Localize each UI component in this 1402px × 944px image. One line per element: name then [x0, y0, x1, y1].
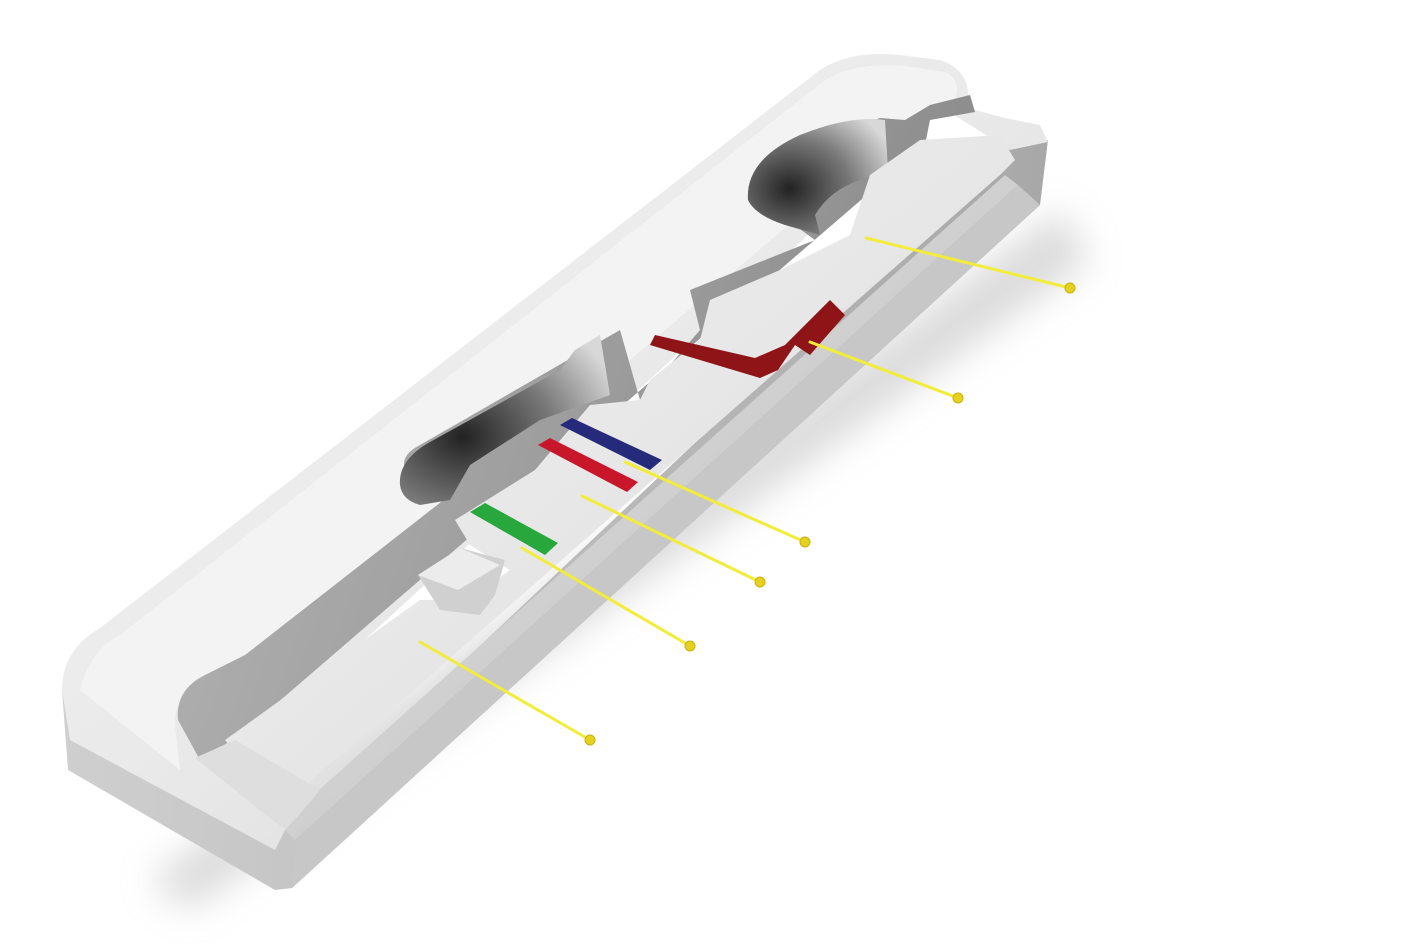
absorbent-pad-band [650, 300, 845, 378]
conjugate-band [470, 503, 558, 555]
test-strip [225, 135, 1015, 790]
absorbent-pad-leader-line [808, 340, 960, 400]
callout-leaders [418, 236, 1076, 746]
sample-pad-pin-dot-icon [584, 734, 596, 746]
conjugate-pad-leader-line [520, 546, 692, 648]
housing-right-rail [280, 175, 1018, 840]
control-line-leader-line [623, 460, 807, 544]
control-line-band [560, 418, 662, 470]
sample-well-pin-dot-icon [1064, 282, 1076, 294]
sample-well [747, 119, 888, 235]
sample-well-leader-line [864, 236, 1072, 290]
absorbent-pad-pin-dot-icon [952, 392, 964, 404]
result-window-recess [399, 335, 610, 505]
left-end-step [195, 740, 320, 830]
sample-pad-block-top [418, 548, 500, 590]
test-line-leader-line [580, 494, 762, 584]
conjugate-pad-pin-dot-icon [684, 640, 696, 652]
control-line-pin-dot-icon [799, 536, 811, 548]
sample-pad-leader-line [418, 640, 592, 742]
test-line-pin-dot-icon [754, 576, 766, 588]
test-line-band [538, 438, 638, 492]
